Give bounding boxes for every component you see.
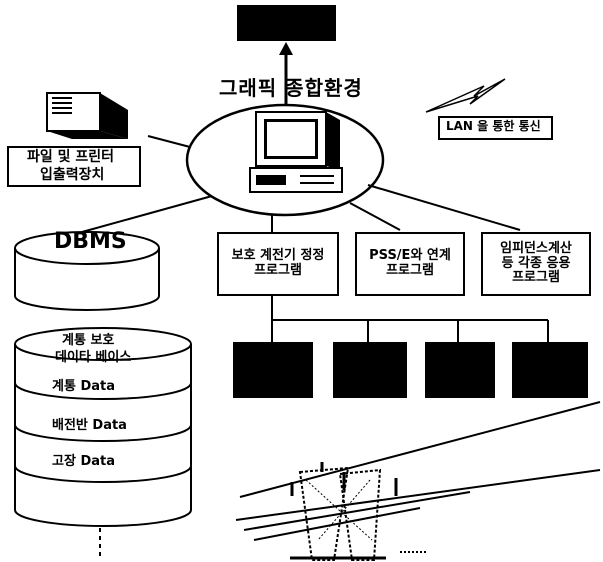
lan-box <box>438 116 553 140</box>
printer-label-line2: 입출력장치 <box>40 167 105 183</box>
program-box-3-line3: 프로그램 <box>512 270 560 286</box>
transmission-tower-illustration <box>235 401 601 561</box>
top-terminal-block <box>237 5 336 41</box>
program-box-3-line2: 등 각종 응용 <box>501 255 571 271</box>
dbms-label: DBMS <box>54 229 127 254</box>
program-box-1-line2: 프로그램 <box>254 263 302 278</box>
printer-icon <box>46 92 128 139</box>
program-box-protection-relay: 보호 계전기 정정 프로그램 <box>217 232 339 296</box>
lightning-icon <box>425 78 506 113</box>
program-box-2-line1: PSS/E와 연계 <box>369 248 451 264</box>
lan-label: LAN 을 통한 통신 <box>446 119 541 133</box>
graphic-env-label: 그래픽 종합환경 <box>219 76 363 100</box>
database-row-2: 배전반 Data <box>52 418 127 433</box>
program-box-impedance: 임피던스계산 등 각종 응용 프로그램 <box>481 232 591 296</box>
terminal-block-1 <box>233 342 313 398</box>
program-box-2-line2: 프로그램 <box>386 263 434 278</box>
program-box-psse: PSS/E와 연계 프로그램 <box>355 232 465 296</box>
database-header-line1: 계통 보호 <box>62 333 115 348</box>
printer-label-line1: 파일 및 프린터 <box>27 149 115 165</box>
dbms-cylinder <box>14 231 160 311</box>
terminal-tree <box>271 296 549 342</box>
database-header-line2: 데이타 베이스 <box>55 350 132 365</box>
terminal-block-3 <box>425 342 495 398</box>
database-row-3: 고장 Data <box>52 454 115 469</box>
database-row-1: 계통 Data <box>52 379 115 394</box>
printer-label-box <box>7 146 141 187</box>
terminal-block-2 <box>333 342 407 398</box>
program-box-3-line1: 임피던스계산 <box>500 240 572 256</box>
computer-icon <box>249 111 343 193</box>
program-box-1-line1: 보호 계전기 정정 <box>231 248 325 264</box>
database-cylinder <box>14 327 192 560</box>
terminal-block-4 <box>512 342 588 398</box>
